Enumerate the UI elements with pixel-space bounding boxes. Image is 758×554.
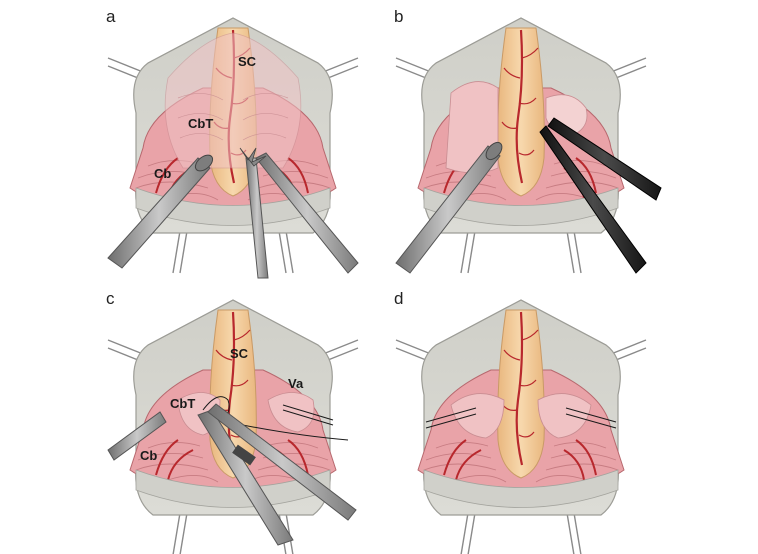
panel-letter-c: c	[106, 289, 115, 308]
panel-d: d	[394, 289, 647, 554]
label-cbt-a: CbT	[188, 116, 213, 131]
label-cb-c: Cb	[140, 448, 157, 463]
label-sc-c: SC	[230, 346, 249, 361]
label-cbt-c: CbT	[170, 396, 195, 411]
panel-letter-d: d	[394, 289, 403, 308]
label-va-c: Va	[288, 376, 304, 391]
label-sc-a: SC	[238, 54, 257, 69]
panel-b: b	[394, 7, 662, 274]
panel-letter-a: a	[106, 7, 116, 26]
label-cb-a: Cb	[154, 166, 171, 181]
panel-c: c SC CbT Cb Va	[106, 289, 359, 554]
panel-a: a SC CbT Cb	[106, 7, 359, 279]
panel-letter-b: b	[394, 7, 403, 26]
